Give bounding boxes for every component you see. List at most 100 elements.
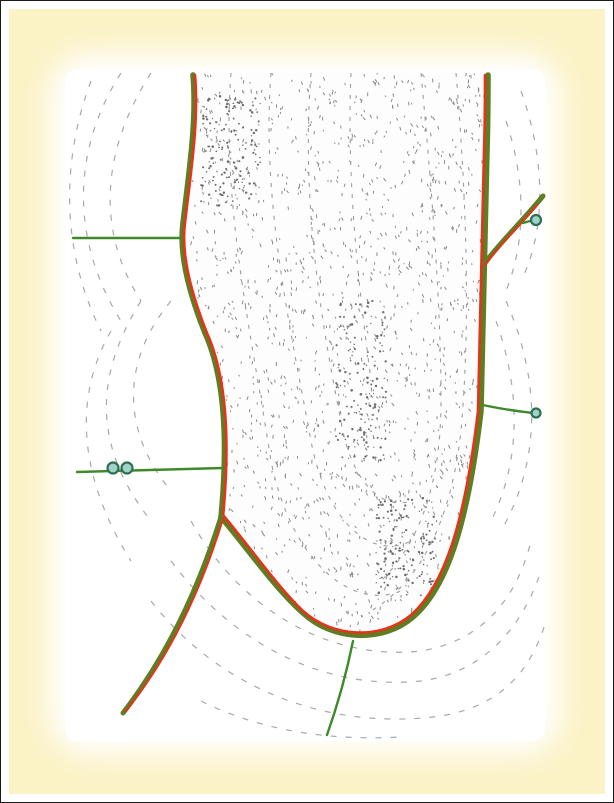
stipple-cluster-dot (203, 151, 205, 153)
stipple-cluster-dot (369, 393, 370, 394)
stipple-cluster-dot (223, 128, 225, 130)
stipple-mark (395, 452, 396, 455)
stipple-mark (363, 273, 364, 275)
stipple-mark (322, 411, 323, 413)
stipple-mark (454, 207, 455, 209)
stipple-cluster-dot (242, 127, 244, 129)
stipple-cluster-dot (223, 192, 225, 194)
stipple-cluster-dot (208, 98, 210, 100)
stipple-mark (254, 546, 255, 549)
stipple-cluster-dot (249, 182, 251, 184)
stipple-cluster-dot (419, 511, 420, 512)
stipple-mark (397, 104, 398, 107)
stipple-mark (432, 209, 433, 212)
stipple-mark (338, 255, 339, 257)
stipple-cluster-dot (337, 439, 339, 441)
stipple-cluster-dot (213, 162, 215, 164)
stipple-cluster-dot (382, 396, 384, 398)
stipple-cluster-dot (238, 160, 240, 162)
stipple-cluster-dot (408, 570, 410, 572)
stipple-mark (465, 290, 466, 291)
stipple-cluster-dot (206, 108, 208, 110)
stipple-mark (372, 484, 373, 486)
stipple-mark (336, 100, 337, 103)
stipple-cluster-dot (373, 414, 375, 416)
stipple-cluster-dot (371, 396, 373, 398)
stipple-mark (354, 102, 355, 104)
stipple-mark (458, 106, 459, 109)
stipple-cluster-dot (354, 348, 356, 350)
stipple-mark (364, 460, 365, 462)
stipple-cluster-dot (234, 98, 236, 100)
stipple-mark (476, 149, 477, 151)
stipple-cluster-dot (403, 565, 405, 567)
stipple-cluster-dot (380, 459, 382, 461)
stipple-mark (292, 80, 293, 82)
stipple-cluster-dot (258, 187, 259, 188)
stipple-mark (396, 81, 397, 85)
stipple-cluster-dot (252, 152, 254, 154)
stipple-mark (430, 197, 431, 199)
stipple-mark (302, 185, 303, 186)
stipple-mark (332, 472, 333, 475)
stipple-mark (293, 331, 294, 333)
stipple-cluster-dot (381, 577, 383, 579)
stipple-cluster-dot (364, 421, 366, 423)
stipple-cluster-dot (384, 458, 385, 459)
stipple-mark (436, 167, 437, 169)
stipple-cluster-dot (399, 550, 401, 552)
stipple-cluster-dot (399, 567, 401, 569)
stipple-cluster-dot (396, 526, 397, 527)
stipple-cluster-dot (376, 496, 377, 497)
stipple-cluster-dot (211, 157, 213, 159)
stipple-mark (302, 310, 303, 314)
stipple-mark (411, 103, 412, 104)
stipple-cluster-dot (376, 377, 379, 380)
stipple-cluster-dot (209, 122, 211, 124)
stipple-cluster-dot (378, 504, 380, 506)
stipple-mark (404, 161, 405, 163)
stipple-mark (469, 99, 470, 102)
stipple-mark (200, 129, 201, 132)
stipple-mark (481, 119, 482, 122)
stipple-mark (397, 380, 398, 381)
stipple-cluster-dot (248, 197, 250, 199)
stipple-mark (224, 218, 225, 221)
stipple-mark (425, 128, 426, 131)
stipple-mark (314, 131, 315, 135)
stipple-cluster-dot (374, 365, 376, 367)
stipple-cluster-dot (395, 548, 397, 550)
stipple-mark (417, 233, 418, 237)
stipple-mark (201, 110, 202, 114)
stipple-cluster-dot (215, 150, 217, 152)
stipple-cluster-dot (353, 400, 355, 402)
stipple-cluster-dot (376, 582, 377, 583)
stipple-cluster-dot (425, 521, 426, 522)
stipple-cluster-dot (232, 200, 234, 202)
stipple-cluster-dot (406, 515, 408, 517)
stipple-mark (477, 105, 478, 107)
stipple-cluster-dot (367, 446, 369, 448)
stipple-mark (265, 479, 266, 482)
stipple-mark (329, 538, 330, 540)
stipple-cluster-dot (227, 161, 228, 162)
stipple-cluster-dot (357, 362, 360, 365)
stipple-mark (442, 515, 443, 517)
stipple-cluster-dot (335, 435, 337, 437)
stipple-cluster-dot (251, 129, 253, 131)
stipple-cluster-dot (231, 130, 232, 131)
stipple-cluster-dot (226, 177, 228, 179)
stipple-cluster-dot (348, 458, 349, 459)
stipple-cluster-dot (355, 412, 357, 414)
stipple-cluster-dot (236, 130, 237, 131)
stipple-mark (450, 460, 451, 463)
stipple-cluster-dot (411, 499, 413, 501)
stipple-mark (237, 198, 238, 200)
stipple-cluster-dot (425, 506, 427, 508)
stipple-cluster-dot (233, 105, 235, 107)
stipple-mark (284, 545, 285, 547)
stipple-mark (426, 480, 427, 482)
stipple-mark (448, 504, 449, 506)
stipple-cluster-dot (200, 184, 202, 186)
stipple-cluster-dot (239, 204, 240, 205)
